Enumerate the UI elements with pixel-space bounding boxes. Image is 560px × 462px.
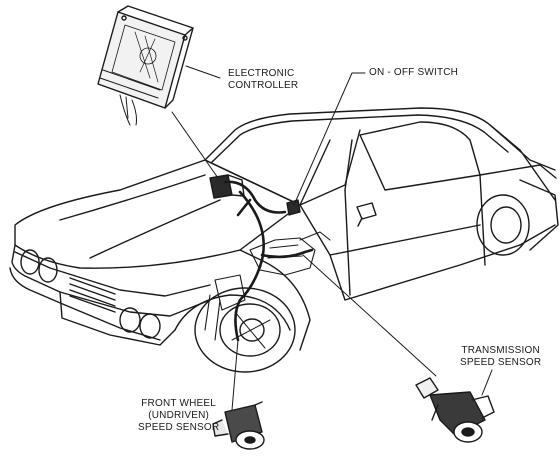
transmission-speed-sensor-line-1: TRANSMISSION [461, 345, 540, 356]
electronic-controller-line-2: CONTROLLER [228, 80, 299, 91]
transmission-speed-sensor-line-2: SPEED SENSOR [460, 357, 542, 368]
controller-unit-in-car [209, 174, 245, 199]
front-wheel-speed-sensor-part [212, 401, 265, 450]
wiring-harness [223, 180, 314, 342]
on-off-switch-label: ON - OFF SWITCH [369, 67, 458, 79]
car-body [9, 107, 559, 351]
front-wheel-speed-sensor-line-1: FRONT WHEEL [141, 398, 217, 409]
transmission-speed-sensor-part [415, 377, 495, 443]
drivetrain [204, 231, 331, 341]
transmission-speed-sensor-label: TRANSMISSION SPEED SENSOR [460, 345, 541, 369]
front-wheel-speed-sensor-line-3: SPEED SENSOR [138, 422, 220, 433]
electronic-controller-label: ELECTRONIC CONTROLLER [228, 68, 298, 92]
front-wheel-speed-sensor-line-2: (UNDRIVEN) [148, 410, 210, 421]
leader-lines [171, 65, 493, 411]
front-wheel [194, 287, 296, 373]
on-off-switch-in-car [286, 199, 301, 216]
electronic-controller-line-1: ELECTRONIC [228, 68, 295, 79]
electronic-controller-box [97, 5, 194, 126]
rear-wheel [476, 194, 530, 256]
front-wheel-speed-sensor-label: FRONT WHEEL (UNDRIVEN) SPEED SENSOR [138, 398, 219, 434]
on-off-switch-text: ON - OFF SWITCH [369, 67, 459, 78]
